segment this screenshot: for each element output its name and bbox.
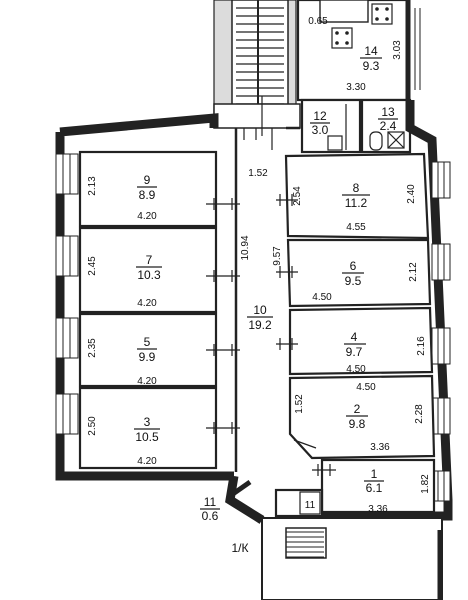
room-4-area: 9.7 <box>346 345 363 359</box>
room-9-area: 8.9 <box>139 188 156 202</box>
room-13-area: 2.4 <box>380 119 397 133</box>
dim-4.20-a: 4.20 <box>137 211 157 222</box>
dim-1.52-bottom: 1.52 <box>294 394 305 414</box>
corridor-room-10 <box>234 126 300 472</box>
dim-3.36-a: 3.36 <box>370 442 390 453</box>
room-11 <box>228 479 324 518</box>
room-labels: 14 9.3 12 3.0 13 2.4 9 8.9 7 10.3 5 9.9 … <box>134 44 398 555</box>
window <box>55 153 79 195</box>
room-3 <box>78 386 218 470</box>
window <box>55 317 79 359</box>
room-6-area: 9.5 <box>345 274 362 288</box>
dim-3.03: 3.03 <box>392 40 403 60</box>
room-5-number: 5 <box>144 335 151 349</box>
room-8 <box>284 152 430 240</box>
room-12 <box>300 98 362 154</box>
dim-1.52-top: 1.52 <box>248 168 268 179</box>
room-2-area: 9.8 <box>349 417 366 431</box>
lower-staircase <box>261 517 443 600</box>
upper-staircase <box>213 0 301 136</box>
room-8-number: 8 <box>353 181 360 195</box>
toilet-bowl-icon <box>369 131 383 151</box>
dim-4.20-c: 4.20 <box>137 376 157 387</box>
window <box>431 243 451 281</box>
dim-0.65: 0.65 <box>308 16 328 27</box>
room-7-number: 7 <box>146 253 153 267</box>
dim-4.50-a: 4.50 <box>312 292 332 303</box>
room-12-number: 12 <box>313 109 327 123</box>
room-9-number: 9 <box>144 173 151 187</box>
dim-2.45: 2.45 <box>87 256 98 276</box>
room-7-area: 10.3 <box>137 268 161 282</box>
room-5 <box>78 312 218 388</box>
window <box>55 235 79 277</box>
dim-2.54: 2.54 <box>292 186 303 206</box>
room-10-number: 10 <box>253 303 267 317</box>
stair-mark: 1/К <box>232 541 249 555</box>
dim-2.12: 2.12 <box>408 262 419 282</box>
dim-10.94: 10.94 <box>240 235 251 260</box>
door-marks <box>206 99 364 476</box>
dim-4.20-b: 4.20 <box>137 298 157 309</box>
room-4-number: 4 <box>351 330 358 344</box>
stair-landing <box>285 527 327 559</box>
room-14 <box>296 0 421 102</box>
room-6-number: 6 <box>350 259 357 273</box>
dim-4.20-d: 4.20 <box>137 456 157 467</box>
dim-2.16: 2.16 <box>416 336 427 356</box>
room-7 <box>78 226 218 314</box>
dim-3.36-b: 3.36 <box>368 504 388 515</box>
room-13 <box>360 98 412 154</box>
dim-2.40: 2.40 <box>406 184 417 204</box>
room-9 <box>78 150 218 228</box>
room-5-area: 9.9 <box>139 350 156 364</box>
dim-4.55: 4.55 <box>346 222 366 233</box>
room-1-number: 1 <box>371 467 378 481</box>
dim-2.50: 2.50 <box>87 416 98 436</box>
dim-2.28: 2.28 <box>414 404 425 424</box>
room-14-number: 14 <box>364 44 378 58</box>
small-room-mark: 11 <box>305 500 316 511</box>
window <box>431 397 451 435</box>
room-4 <box>288 306 434 376</box>
toilet-icon <box>327 135 343 151</box>
room-2-number: 2 <box>354 402 361 416</box>
window <box>431 327 451 365</box>
stove-icon <box>331 27 353 49</box>
room-11-area: 0.6 <box>202 509 219 523</box>
dim-1.82: 1.82 <box>420 474 431 494</box>
room-12-area: 3.0 <box>312 123 329 137</box>
room-1 <box>320 458 436 514</box>
outer-walls <box>55 100 453 524</box>
room-8-area: 11.2 <box>345 196 368 210</box>
room-3-number: 3 <box>144 415 151 429</box>
room-14-area: 9.3 <box>363 59 380 73</box>
room-11-number: 11 <box>204 495 217 509</box>
dimension-labels: 0.65 3.03 3.30 1.52 2.13 4.20 2.54 2.40 … <box>87 16 431 515</box>
dim-2.13: 2.13 <box>87 176 98 196</box>
dim-4.50-c: 4.50 <box>356 382 376 393</box>
room-1-area: 6.1 <box>366 481 383 495</box>
room-3-area: 10.5 <box>135 430 159 444</box>
room-13-number: 13 <box>381 105 395 119</box>
dim-4.50-b: 4.50 <box>346 364 366 375</box>
room-2 <box>288 374 436 460</box>
dim-2.35: 2.35 <box>87 338 98 358</box>
dim-3.30: 3.30 <box>346 82 366 93</box>
stove-icon-2 <box>371 3 393 25</box>
dim-9.57: 9.57 <box>272 246 283 266</box>
window <box>55 393 79 435</box>
window <box>431 161 451 199</box>
room-10-area: 19.2 <box>248 318 272 332</box>
